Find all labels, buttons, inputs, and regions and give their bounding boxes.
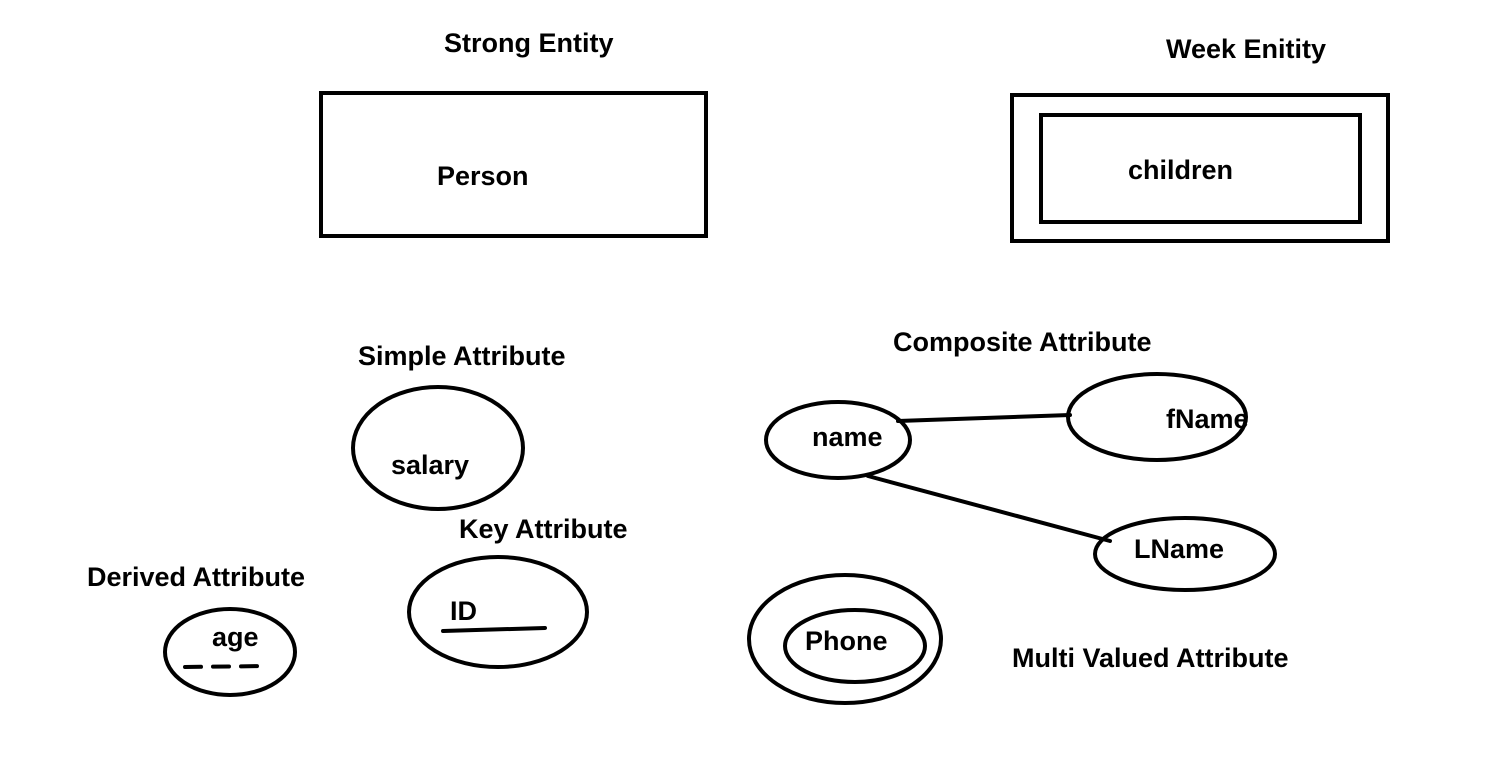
weak-entity-heading: Week Enitity [1166,34,1326,64]
fname-label: fName [1166,404,1249,434]
multi-valued-inner-ellipse [783,608,927,684]
id-label: ID [450,596,477,626]
strong-entity-box [319,91,708,238]
key-attribute-heading: Key Attribute [459,514,628,544]
name-to-fname-line [896,413,1072,423]
simple-attribute-heading: Simple Attribute [358,341,566,371]
id-underline [441,626,547,633]
name-to-lname-line [866,474,1112,543]
derived-attribute-heading: Derived Attribute [87,562,305,592]
phone-label: Phone [805,626,888,656]
weak-entity-outer-box [1010,93,1390,243]
multi-valued-attribute-heading: Multi Valued Attribute [1012,643,1289,673]
simple-attribute-ellipse [351,385,525,511]
key-attribute-ellipse [407,555,589,669]
name-label: name [812,422,883,452]
derived-attribute-ellipse [163,607,297,697]
children-label: children [1128,155,1233,185]
lname-label: LName [1134,534,1224,564]
strong-entity-heading: Strong Entity [444,28,614,58]
composite-attribute-heading: Composite Attribute [893,327,1152,357]
person-label: Person [437,161,529,191]
salary-label: salary [391,450,469,480]
lname-ellipse [1093,516,1277,592]
weak-entity-inner-box [1039,113,1362,224]
age-dashed-underline [183,664,270,669]
name-ellipse [764,400,912,480]
fname-ellipse [1066,372,1248,462]
age-label: age [212,622,259,652]
multi-valued-outer-ellipse [747,573,943,705]
